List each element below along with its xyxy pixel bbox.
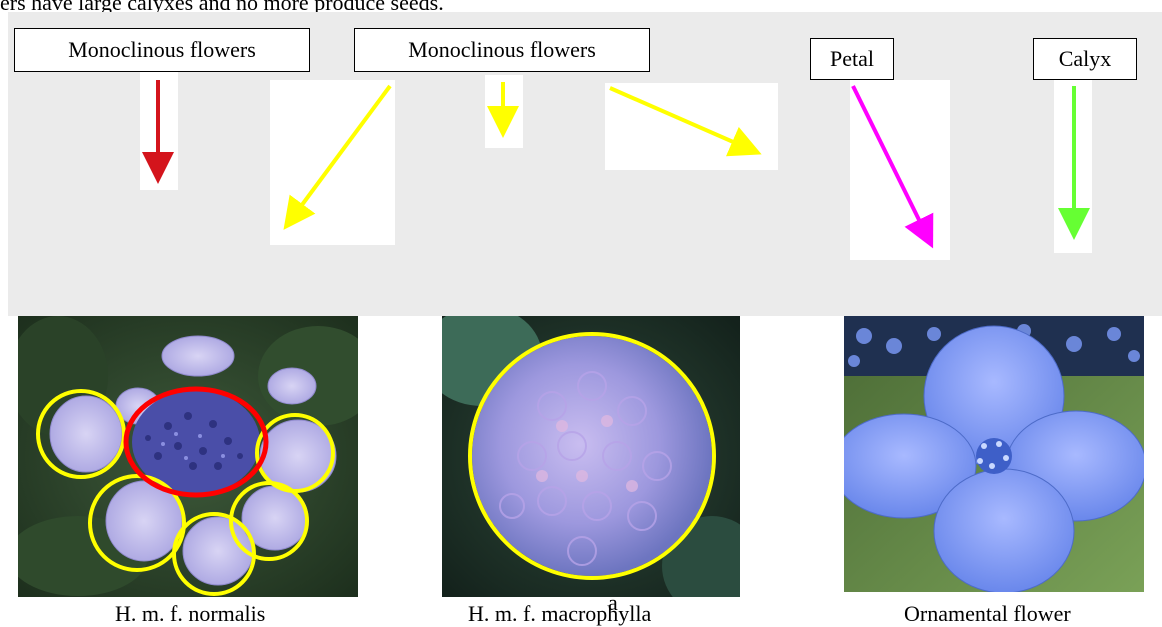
photo-normalis <box>18 316 358 597</box>
photo-ornamental <box>844 316 1144 592</box>
caption-normalis: H. m. f. normalis <box>115 601 265 627</box>
yellow-arrow-3 <box>610 88 747 148</box>
caption-ornamental: Ornamental flower <box>904 601 1071 627</box>
caption-macrophylla: H. m. f. macrophylla <box>468 601 651 627</box>
subfigure-letter: a <box>608 590 618 616</box>
magenta-arrow <box>853 86 926 234</box>
yellow-arrow-1 <box>293 86 390 217</box>
photo-macrophylla <box>442 316 740 597</box>
